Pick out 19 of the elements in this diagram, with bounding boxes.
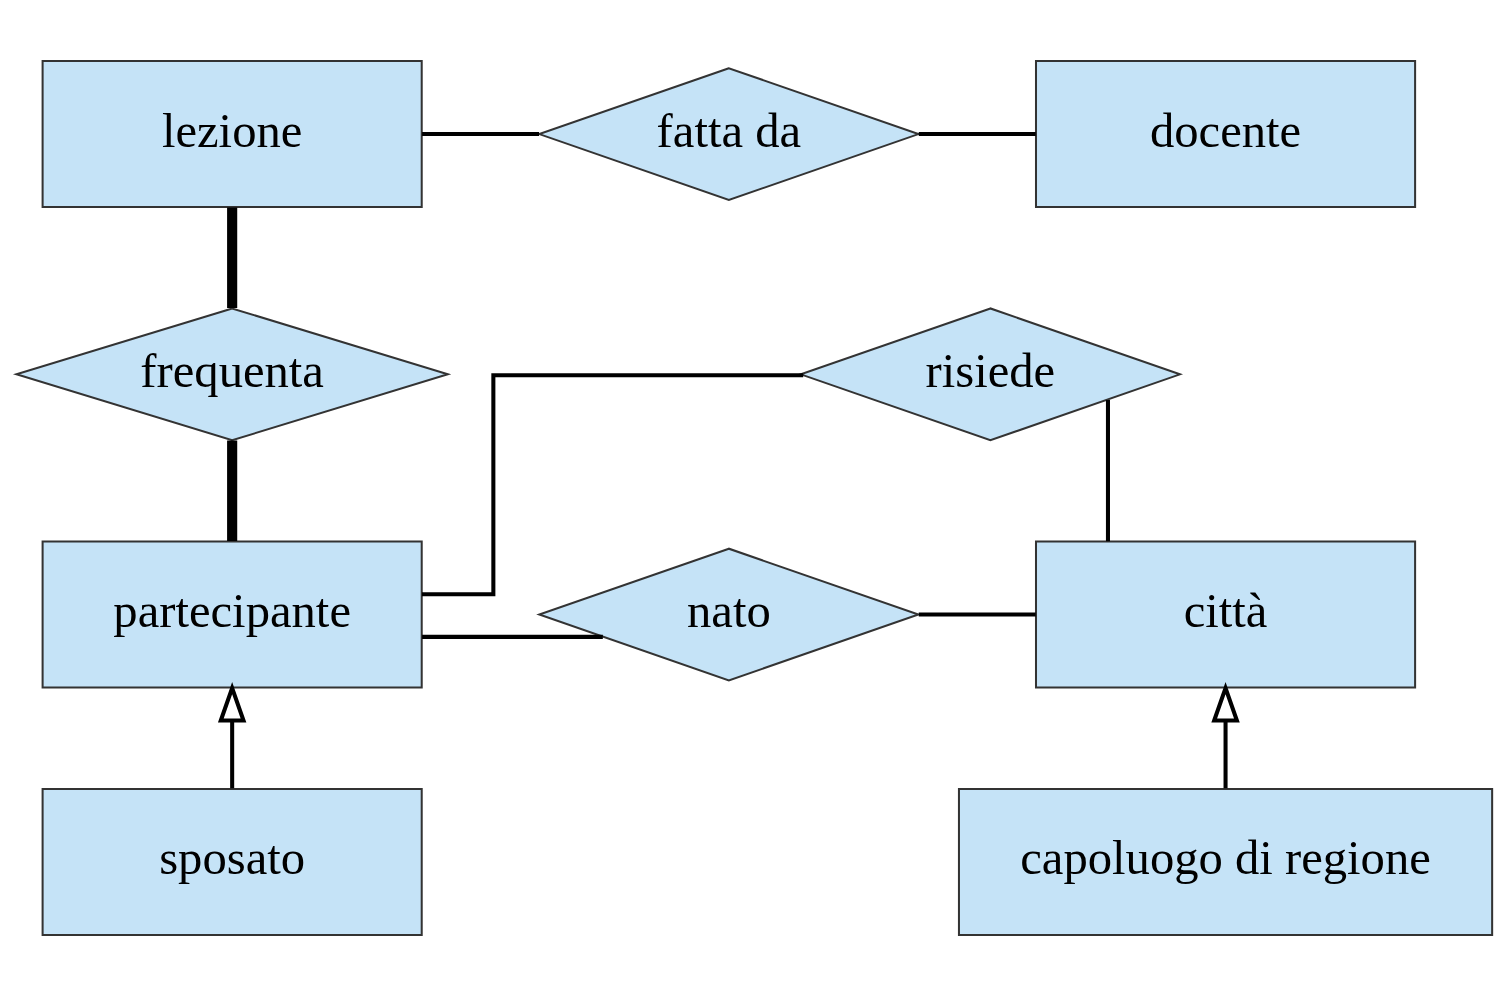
node-diamond: nato	[536, 547, 922, 682]
node-diamond: frequenta	[12, 307, 452, 442]
arrow	[1211, 681, 1240, 789]
node-box: città	[1035, 540, 1417, 689]
connector	[227, 440, 238, 541]
connector	[918, 132, 1036, 137]
connector	[1105, 400, 1110, 542]
connector	[227, 207, 238, 308]
node-diamond: fatta da	[536, 67, 922, 202]
node-box: capoluogo di regione	[957, 787, 1494, 936]
connector	[422, 634, 603, 639]
arrow	[217, 681, 247, 789]
node-box: docente	[1035, 60, 1417, 209]
node-box: lezione	[41, 60, 423, 209]
connector	[422, 373, 804, 597]
node-box: partecipante	[41, 540, 423, 689]
connector	[918, 612, 1036, 617]
connector	[422, 132, 540, 137]
node-box: sposato	[41, 787, 423, 936]
